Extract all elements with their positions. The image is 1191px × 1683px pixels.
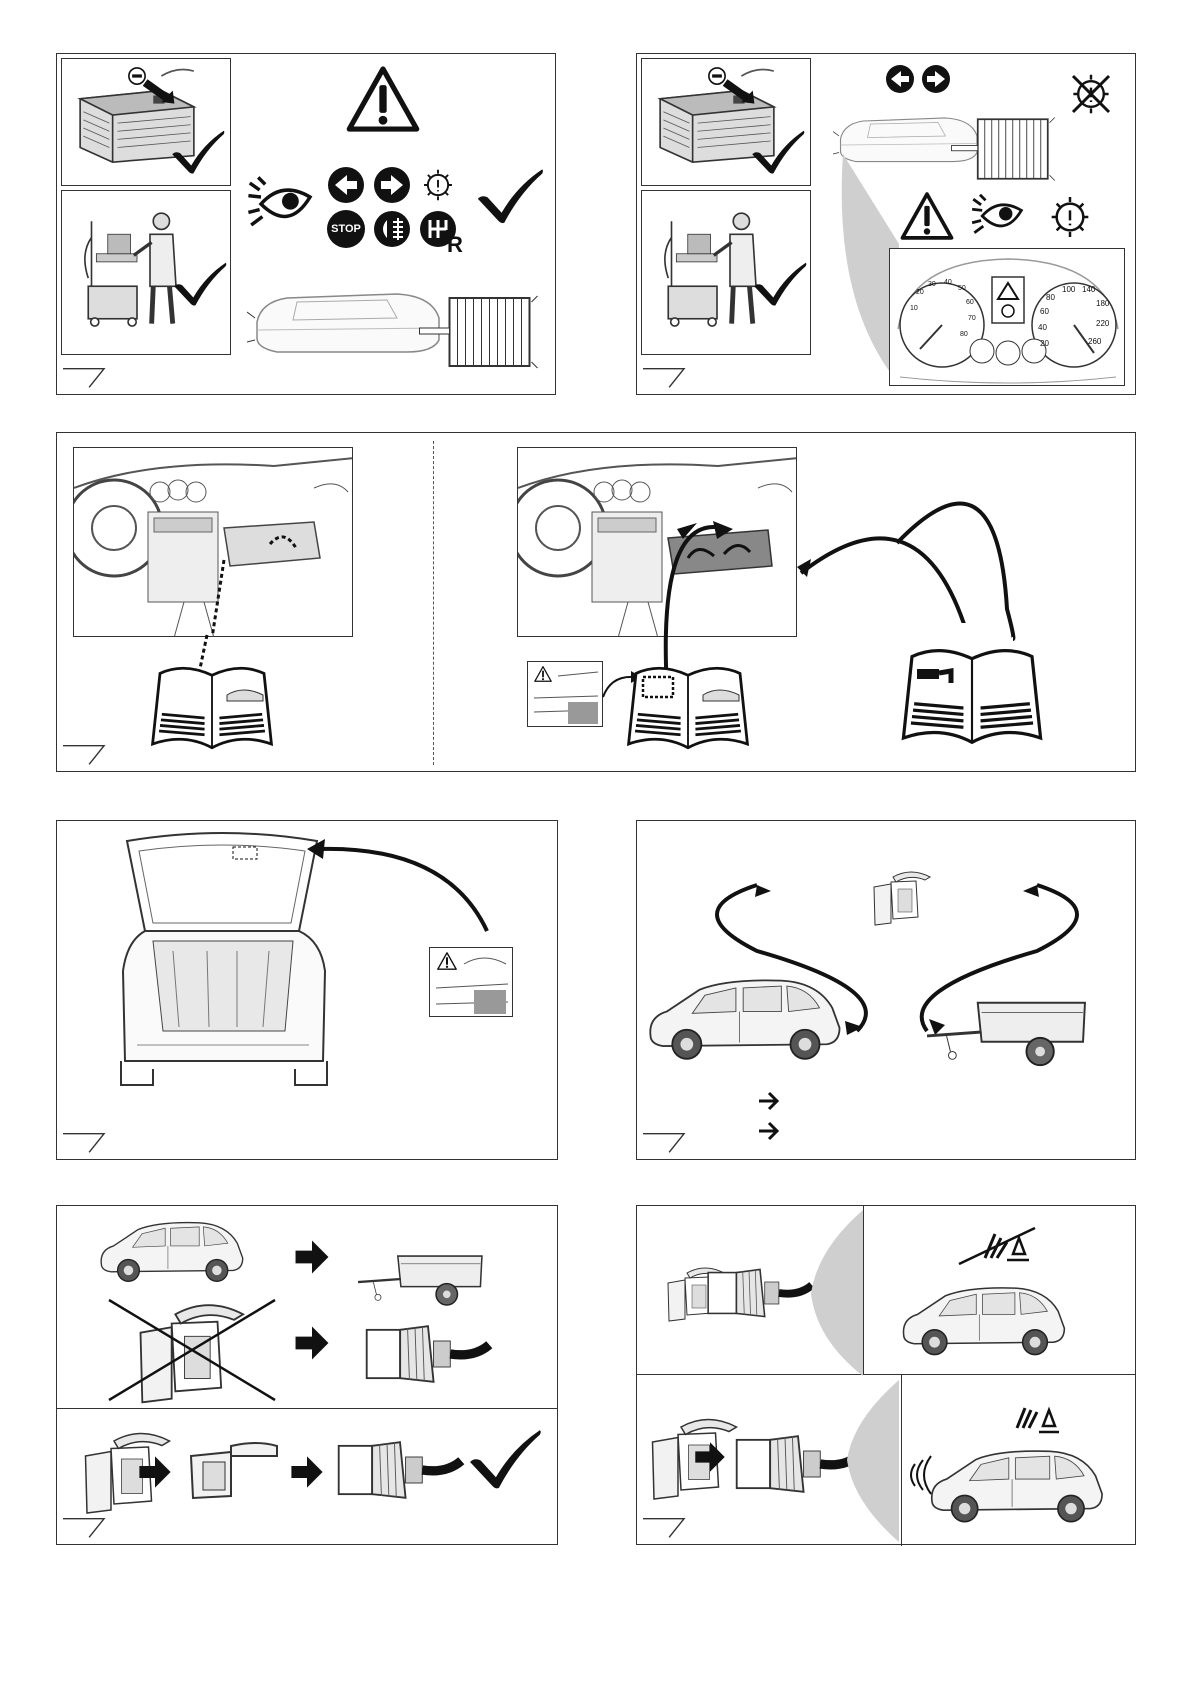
speed-label: 80 xyxy=(1046,293,1055,302)
car-icon xyxy=(927,1438,1107,1530)
parking-sensor-off-icon xyxy=(955,1224,1039,1268)
manual-book-icon xyxy=(897,637,1047,749)
panel-parking-sensor xyxy=(636,1205,1136,1545)
page-tab-icon xyxy=(643,366,699,390)
arrow-right-icon xyxy=(757,1121,779,1141)
insert-sheet-thumbnail xyxy=(429,947,513,1017)
checkmark-icon xyxy=(467,1428,543,1490)
eye-icon xyxy=(247,174,317,234)
divider xyxy=(637,1374,1135,1375)
rpm-label: 20 xyxy=(916,289,924,296)
page-tab-icon xyxy=(643,1516,699,1540)
turn-left-indicator-icon xyxy=(327,166,365,204)
trailer-icon xyxy=(417,292,542,372)
glovebox-view-left xyxy=(73,447,353,637)
indicator-grid: STOP R xyxy=(327,166,467,252)
lamp-indicator-icon xyxy=(419,166,457,204)
rpm-label: 60 xyxy=(966,299,974,306)
arrow-right-icon xyxy=(289,1454,325,1490)
zoom-wedge xyxy=(833,1380,903,1542)
checkmark-icon xyxy=(170,129,226,175)
speed-label: 260 xyxy=(1088,337,1101,346)
car-icon xyxy=(645,971,845,1063)
rpm-label: 70 xyxy=(968,315,976,322)
battery-disconnect-frame xyxy=(641,58,811,186)
warning-triangle-icon xyxy=(345,66,421,132)
zoom-wedge xyxy=(787,1210,867,1376)
arrow-right-icon xyxy=(293,1324,331,1362)
speed-label: 40 xyxy=(1038,323,1047,332)
page-tab-icon xyxy=(63,366,119,390)
panel-socket-connection xyxy=(636,820,1136,1160)
eye-icon xyxy=(971,192,1027,240)
rpm-label: 40 xyxy=(944,279,952,286)
trailer-icon xyxy=(921,993,1091,1071)
diagnostic-frame xyxy=(641,190,811,355)
reverse-label: R xyxy=(447,232,463,258)
rpm-label: 30 xyxy=(928,281,936,288)
page-tab-icon xyxy=(63,1516,119,1540)
arrow-right-icon xyxy=(293,1238,331,1276)
stop-indicator-icon: STOP xyxy=(327,210,365,248)
speed-label: 140 xyxy=(1082,285,1095,294)
turn-right-indicator-icon xyxy=(921,64,951,94)
trailer-icon xyxy=(355,1248,485,1310)
curved-arrow xyxy=(277,835,507,935)
panel-safety-check: STOP R xyxy=(56,53,556,395)
rpm-label: 80 xyxy=(960,331,968,338)
lamp-indicator-icon xyxy=(1045,192,1095,242)
speed-label: 60 xyxy=(1040,307,1049,316)
car-icon xyxy=(97,1216,247,1284)
parking-sensor-icon xyxy=(1015,1402,1065,1436)
diagnostic-frame xyxy=(61,190,231,355)
turn-right-indicator-icon xyxy=(373,166,411,204)
checkmark-icon xyxy=(752,261,808,307)
adapter-icon xyxy=(187,1426,283,1502)
panel-adapter-usage xyxy=(56,1205,558,1545)
panel-dashboard-check: 10 20 30 40 50 60 70 80 20 40 60 80 100 … xyxy=(636,53,1136,395)
speed-label: 20 xyxy=(1040,339,1049,348)
divider xyxy=(863,1206,864,1374)
trailer-socket-icon xyxy=(105,1296,281,1406)
page-tab-icon xyxy=(643,1131,699,1155)
speed-label: 220 xyxy=(1096,319,1109,328)
warning-triangle-icon xyxy=(899,192,955,240)
arrow-right-icon xyxy=(137,1454,173,1490)
rpm-label: 10 xyxy=(910,305,918,312)
arrow-right-icon xyxy=(693,1440,727,1474)
page-tab-icon xyxy=(63,743,119,767)
arrow-long xyxy=(797,503,1057,623)
divider xyxy=(901,1374,902,1546)
speed-label: 180 xyxy=(1096,299,1109,308)
arrow-head xyxy=(843,1017,865,1037)
checkmark-icon xyxy=(750,129,806,175)
checkmark-icon xyxy=(172,261,228,307)
arrow-right-icon xyxy=(757,1091,779,1111)
manual-book-icon xyxy=(147,655,277,755)
instrument-cluster: 10 20 30 40 50 60 70 80 20 40 60 80 100 … xyxy=(889,248,1125,386)
speed-label: 100 xyxy=(1062,285,1075,294)
panel-manual-insert xyxy=(56,432,1136,772)
divider xyxy=(57,1408,557,1409)
page-tab-icon xyxy=(63,1131,119,1155)
rpm-label: 50 xyxy=(958,285,966,292)
panel-tailgate-sticker xyxy=(56,820,558,1160)
turn-left-indicator-icon xyxy=(885,64,915,94)
battery-disconnect-frame xyxy=(61,58,231,186)
lamp-off-icon xyxy=(1067,70,1115,118)
trailer-icon xyxy=(949,114,1059,184)
manual-book-icon xyxy=(623,655,753,755)
trailer-plug-icon xyxy=(335,1432,465,1508)
fog-light-indicator-icon xyxy=(373,210,411,248)
divider-dashed xyxy=(433,441,434,765)
car-icon xyxy=(899,1276,1069,1362)
checkmark-icon xyxy=(475,168,545,224)
insert-sheet-thumbnail xyxy=(527,661,603,727)
trailer-plug-icon xyxy=(363,1316,493,1392)
